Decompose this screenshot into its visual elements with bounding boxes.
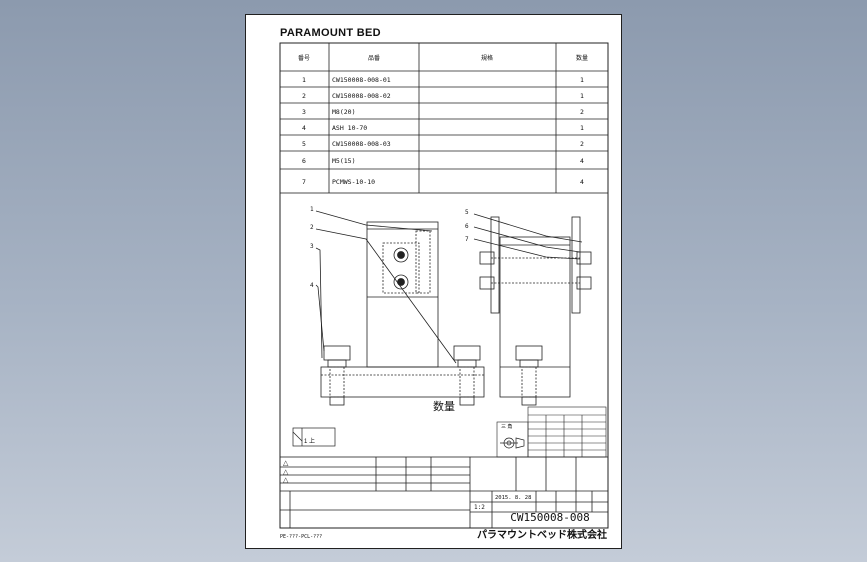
projection-symbol	[500, 437, 525, 449]
bom-header-qty: 数量	[576, 54, 588, 62]
balloon-label: 4	[310, 282, 314, 289]
bom-row-no: 2	[302, 92, 306, 100]
bom-row-part: CW150008-008-01	[332, 76, 391, 84]
revision-mark: △	[283, 477, 289, 484]
bom-header-no: 番号	[298, 55, 310, 62]
bom-row-part: M8(20)	[332, 108, 355, 116]
title-scale: 1:2	[474, 504, 485, 511]
bom-row-qty: 1	[580, 92, 584, 100]
title-date: 2015. 8. 28	[495, 495, 531, 501]
balloon-label: 1	[310, 206, 314, 213]
bom-row-qty: 4	[580, 178, 584, 186]
bom-row-qty: 2	[580, 140, 584, 148]
balloon-label: 3	[310, 243, 314, 250]
revision-marks: △ △ △	[283, 460, 289, 484]
bom-row-qty: 4	[580, 157, 584, 165]
bom-row-part: PCMWS-10-10	[332, 178, 375, 186]
bom-table	[279, 42, 609, 194]
title-block	[279, 456, 609, 529]
bottom-code: PE-???-PCL-???	[280, 534, 322, 540]
balloon-label: 7	[465, 236, 469, 243]
bom-header-spec: 規格	[481, 54, 493, 62]
revision-mark: △	[283, 460, 289, 467]
center-label: 数量	[433, 400, 455, 413]
company-name: パラマウントベッド株式会社	[477, 528, 607, 541]
bom-row-no: 7	[302, 178, 306, 186]
bom-row-part: M5(15)	[332, 157, 355, 165]
bom-row-no: 4	[302, 124, 306, 132]
revision-mark: △	[283, 469, 289, 476]
bom-headers: 番号 品番 規格 数量	[298, 54, 588, 62]
balloon-label: 2	[310, 224, 314, 231]
balloon-label: 6	[465, 223, 469, 230]
bom-row-qty: 1	[580, 124, 584, 132]
note-text: 1 上	[304, 437, 315, 445]
bom-row-qty: 1	[580, 76, 584, 84]
bom-row-no: 3	[302, 108, 306, 116]
drawing-canvas: PARAMOUNT BED 番号 品番 規格 数量 1 CW150008-008…	[279, 27, 609, 541]
tolerance-table	[496, 406, 607, 458]
bom-row-part: ASH 10-70	[332, 124, 367, 132]
drawing-number: CW150008-008	[510, 511, 589, 524]
front-view	[315, 210, 485, 406]
balloon-label: 5	[465, 209, 469, 216]
bom-rows: 1 CW150008-008-01 1 2 CW150008-008-02 1 …	[302, 76, 584, 186]
projection-label: 三 角	[501, 423, 512, 430]
bom-row-no: 1	[302, 76, 306, 84]
paramount-logo: PARAMOUNT BED	[280, 27, 381, 39]
bom-row-part: CW150008-008-02	[332, 92, 391, 100]
bom-row-part: CW150008-008-03	[332, 140, 391, 148]
bom-row-no: 6	[302, 157, 306, 165]
note-box	[292, 427, 336, 447]
front-balloons: 1 2 3 4	[310, 206, 314, 289]
bom-row-no: 5	[302, 140, 306, 148]
side-view	[473, 213, 592, 406]
bom-row-qty: 2	[580, 108, 584, 116]
bom-header-part: 品番	[368, 55, 380, 62]
side-balloons: 5 6 7	[465, 209, 469, 243]
drawing-sheet: PARAMOUNT BED 番号 品番 規格 数量 1 CW150008-008…	[245, 14, 622, 549]
